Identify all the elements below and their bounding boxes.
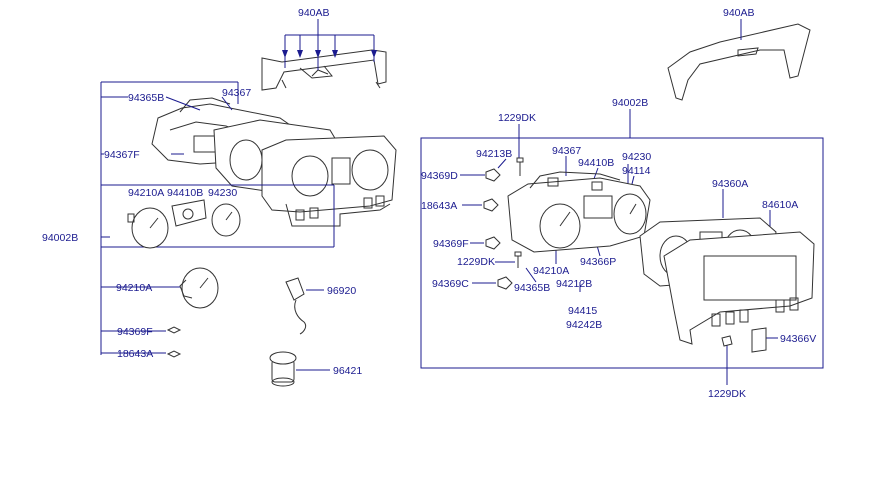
bracket-940ab-left (261, 49, 387, 91)
label-94210a-right: 94210A (533, 265, 569, 277)
sender-96421 (269, 351, 297, 387)
label-1229dk-mid: 1229DK (457, 256, 495, 268)
label-94369f-right: 94369F (433, 238, 469, 250)
screw-1229dk-bottom (721, 335, 733, 347)
front-bezel-left (261, 135, 397, 227)
label-94242b: 94242B (566, 319, 602, 331)
label-94210a-top: 94210A (128, 187, 164, 199)
switch-94366v (751, 327, 767, 353)
label-94366p: 94366P (580, 256, 616, 268)
label-94002b-right: 94002B (612, 97, 648, 109)
cluster-housing-right (507, 171, 651, 253)
fuel-gauge-left (171, 199, 207, 227)
label-94367f: 94367F (104, 149, 140, 161)
bulb-94369f-right (485, 236, 501, 250)
label-940ab-left: 940AB (298, 7, 330, 19)
label-84610a: 84610A (762, 199, 798, 211)
label-94410b-right: 94410B (578, 157, 614, 169)
label-94230-left: 94230 (208, 187, 237, 199)
part-labels: 940AB 940AB 94365B 94367 94367F 94210A 9… (42, 7, 816, 400)
label-1229dk-bottom: 1229DK (708, 388, 746, 400)
label-94360a: 94360A (712, 178, 748, 190)
bulb-18643a-right (483, 198, 499, 212)
bulb-94369d (485, 168, 501, 182)
label-94369f-left: 94369F (117, 326, 153, 338)
label-94230-right: 94230 (622, 151, 651, 163)
right-assembly (420, 19, 824, 385)
label-1229dk-top: 1229DK (498, 112, 536, 124)
left-assembly (100, 19, 397, 387)
bulb-94369c (497, 276, 513, 290)
label-94002b-left: 94002B (42, 232, 78, 244)
label-94114: 94114 (622, 165, 651, 177)
label-94369c: 94369C (432, 278, 469, 290)
label-940ab-right: 940AB (723, 7, 755, 19)
label-94365b-left: 94365B (128, 92, 164, 104)
sensor-96920 (285, 277, 307, 335)
bulb-18643a-left (166, 350, 182, 358)
group-box-94002b (420, 137, 824, 369)
label-94369d: 94369D (421, 170, 458, 182)
label-94415: 94415 (568, 305, 597, 317)
front-bezel-right (663, 231, 815, 345)
label-18643a-right: 18643A (421, 200, 457, 212)
label-94365b-right: 94365B (514, 282, 550, 294)
label-96920: 96920 (327, 285, 356, 297)
bulb-94369f-left (166, 326, 182, 334)
label-94410b-left: 94410B (167, 187, 203, 199)
tachometer-gauge-left (179, 267, 219, 309)
temp-gauge-left (211, 203, 241, 237)
label-94367-left: 94367 (222, 87, 251, 99)
screw-1229dk-mid (514, 251, 522, 268)
label-94367-right: 94367 (552, 145, 581, 157)
hood-940ab-right (667, 23, 811, 101)
speedometer-gauge-left (127, 207, 169, 249)
label-94212b: 94212B (556, 278, 592, 290)
label-94366v: 94366V (780, 333, 816, 345)
label-96421: 96421 (333, 365, 362, 377)
label-18643a-left: 18643A (117, 348, 153, 360)
label-94213b: 94213B (476, 148, 512, 160)
label-94210a-left: 94210A (116, 282, 152, 294)
screw-94213b (516, 157, 524, 176)
